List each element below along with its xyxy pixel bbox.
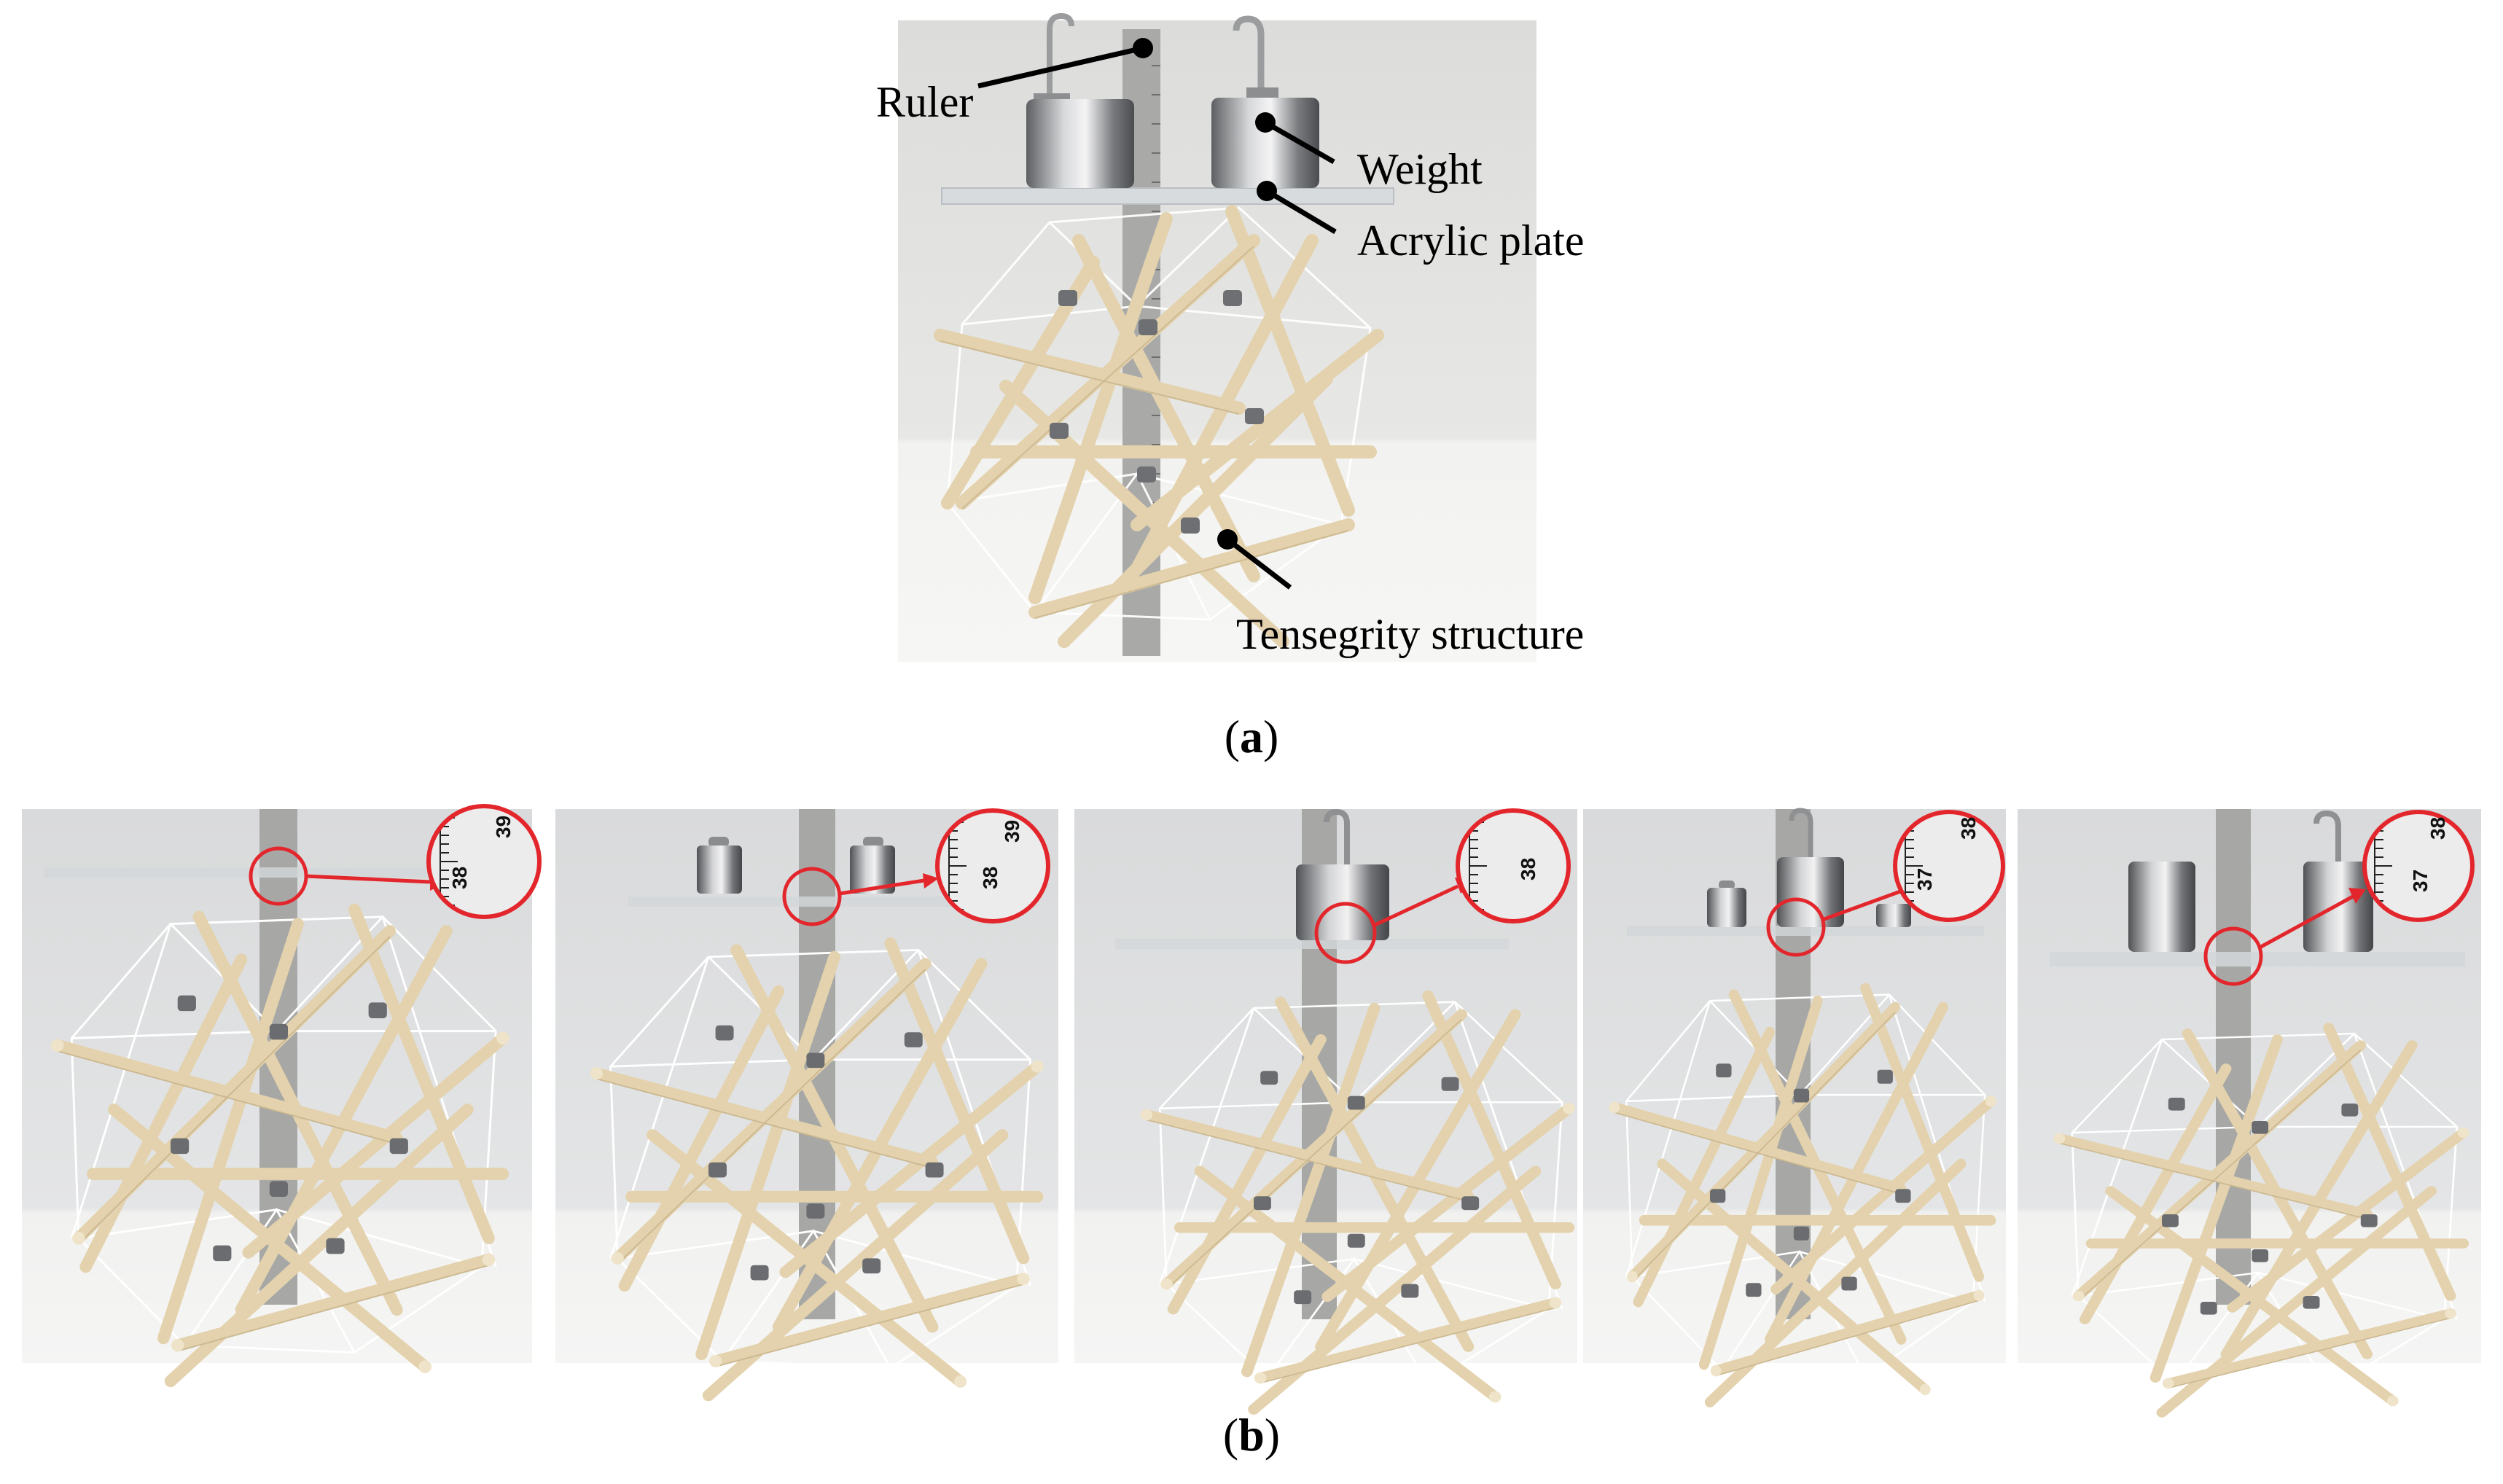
- zoom-marker-b4: [1766, 897, 1826, 957]
- zoom-value-top-b2: 39: [1001, 820, 1023, 843]
- panel-b4: 38 37: [1583, 808, 2006, 1402]
- zoom-inset-b1: 39 38: [426, 804, 542, 919]
- zoom-marker-b2: [782, 867, 842, 926]
- panel-b5: 38 37: [2018, 809, 2481, 1413]
- zoom-value-top-b4: 38: [1957, 817, 1980, 840]
- figure-b: 39 38 39: [0, 794, 2503, 1484]
- label-weight: Weight: [1357, 145, 1483, 193]
- weight-b4-right: [1876, 904, 1911, 927]
- panel-b2: 39 38: [555, 808, 1058, 1395]
- zoom-marker-b3: [1314, 902, 1377, 964]
- weight-b2-left: [697, 837, 742, 894]
- callout-acrylic-plate: Acrylic plate: [1257, 181, 1585, 265]
- zoom-marker-b5: [2203, 926, 2263, 986]
- zoom-inset-b3: 38: [1456, 808, 1571, 923]
- weight-b4-center: [1777, 808, 1844, 927]
- weight-b5-right: [2303, 810, 2373, 952]
- caption-b: (b): [1223, 1409, 1280, 1461]
- caption-a: (a): [1225, 711, 1279, 762]
- weight-b4-left: [1707, 880, 1746, 927]
- weight-b5-left: [2128, 862, 2195, 952]
- weight-b2-right: [850, 837, 895, 894]
- panel-b3: 38: [1074, 808, 1579, 1410]
- label-ruler: Ruler: [876, 78, 973, 126]
- figure-a: Ruler Weight Acrylic plate Tensegrity st…: [876, 12, 1585, 762]
- figure-a-svg: Ruler Weight Acrylic plate Tensegrity st…: [876, 12, 1585, 762]
- label-tensegrity-structure: Tensegrity structure: [1236, 610, 1584, 658]
- zoom-value-bottom-b5: 37: [2409, 870, 2432, 892]
- zoom-value-top-b5: 38: [2426, 817, 2449, 840]
- callout-ruler: Ruler: [876, 38, 1153, 126]
- panel-b1: 39 38: [22, 804, 542, 1381]
- zoom-value-bottom-b1: 38: [448, 867, 471, 889]
- zoom-value-bottom-b3: 38: [1517, 858, 1539, 880]
- zoom-inset-b4: 38 37: [1893, 810, 2005, 922]
- zoom-inset-b2: 39 38: [935, 808, 1050, 923]
- callout-tensegrity-structure: Tensegrity structure: [1217, 529, 1584, 658]
- zoom-value-bottom-b2: 38: [979, 867, 1001, 889]
- weight-left: [1026, 12, 1134, 188]
- label-acrylic-plate: Acrylic plate: [1357, 216, 1585, 265]
- figure-b-svg: 39 38 39: [22, 804, 2481, 1461]
- acrylic-plate: [941, 187, 1394, 205]
- zoom-inset-b5: 38 37: [2362, 810, 2475, 922]
- tensegrity-structure: [934, 205, 1384, 648]
- zoom-value-bottom-b4: 37: [1913, 868, 1936, 891]
- callout-weight: Weight: [1255, 112, 1483, 193]
- weight-right: [1211, 15, 1319, 188]
- zoom-value-top-b1: 39: [492, 816, 515, 838]
